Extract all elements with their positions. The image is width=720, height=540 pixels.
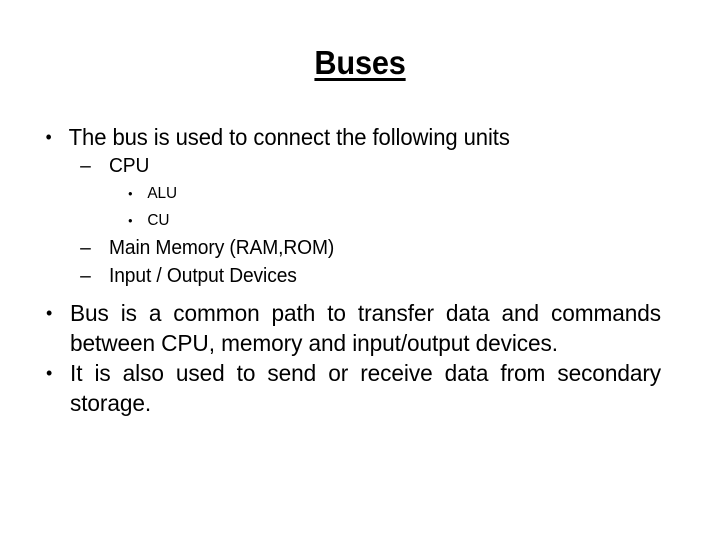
bullet-text: Main Memory (RAM,ROM) [108, 237, 335, 259]
bullet-marker-icon: • [45, 127, 52, 147]
bullet-text: Input / Output Devices [108, 265, 297, 287]
bullet-text: ALU [147, 185, 177, 202]
bullet-level2-item-main-memory: –Main Memory (RAM,ROM) [36, 234, 658, 262]
bullet-marker-icon: • [128, 213, 133, 228]
slide-body: • The bus is used to connect the followin… [36, 122, 684, 418]
bullet-text: The bus is used to connect the following… [68, 124, 510, 150]
bullet-paragraph-secondary-storage: • It is also used to send or receive data… [36, 358, 670, 418]
bullet-text: It is also used to send or receive data … [70, 360, 661, 416]
bullet-text: CPU [108, 155, 150, 177]
bullet-marker-icon: • [128, 186, 133, 201]
bullet-level3-item-cu: • CU [36, 207, 658, 234]
title-container: Buses [0, 44, 720, 81]
dash-marker-icon: – [80, 155, 91, 177]
dash-marker-icon: – [80, 265, 91, 287]
bullet-marker-icon: • [46, 303, 53, 323]
dash-marker-icon: – [80, 237, 91, 259]
bullet-level2-item-cpu: –CPU [36, 152, 658, 180]
bullet-level3-item-alu: • ALU [36, 180, 658, 207]
page-title: Buses [314, 44, 406, 81]
bullet-marker-icon: • [46, 363, 53, 383]
bullet-level1-item: • The bus is used to connect the followin… [36, 122, 658, 152]
bullet-paragraph-bus-definition: • Bus is a common path to transfer data a… [36, 298, 670, 358]
bullet-text: Bus is a common path to transfer data an… [70, 300, 661, 356]
bullet-level2-item-input-output: –Input / Output Devices [36, 262, 658, 290]
bullet-text: CU [147, 212, 170, 229]
